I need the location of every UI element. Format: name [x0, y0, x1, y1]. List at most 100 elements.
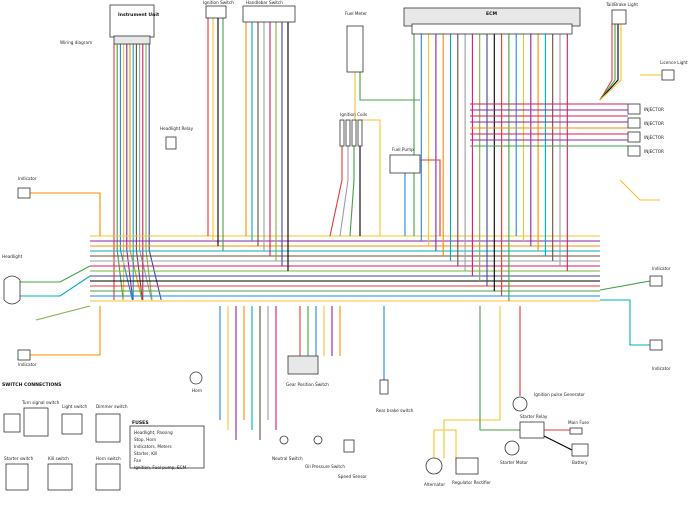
indicator-rear-left: Indicator: [649, 266, 671, 287]
fuse-item-4: Starter, Kill: [134, 451, 157, 456]
legend-dimmer-switch: Dimmer switch: [96, 404, 128, 409]
wire: [349, 146, 355, 237]
neutral-switch: Neutral Switch: [272, 435, 303, 461]
wire: [145, 44, 153, 301]
regulator-rectifier-label: Regulator Rectifier: [452, 480, 491, 485]
tail-brake-light: Tail/Brake Light: [605, 2, 638, 25]
regulator-rectifier: Regulator Rectifier: [452, 457, 491, 485]
starter-motor: Starter Motor: [500, 440, 528, 465]
fuse-item-3: Indicators, Meters: [134, 444, 172, 449]
fuse-item-2: Stop, Horn: [134, 437, 157, 442]
wire: [20, 275, 91, 297]
switch-legend-title: SWITCH CONNECTIONS: [2, 382, 61, 388]
ignition-switch-label: Ignition Switch: [203, 0, 234, 5]
wire: [599, 24, 616, 101]
indicator-front-right-label: Indicator: [18, 362, 37, 367]
diagram-title: Wiring diagram: [60, 40, 92, 45]
wire: [35, 305, 91, 321]
fuel-pump-label: Fuel Pump: [392, 147, 414, 152]
indicator-front-left-label: Indicator: [18, 176, 37, 181]
wire: [600, 299, 650, 346]
indicator-rear-right-label: Indicator: [652, 366, 671, 371]
fuel-pump: Fuel Pump: [389, 147, 421, 174]
wire: [329, 146, 343, 237]
horn-label: Horn: [192, 388, 202, 393]
fuse-box: FUSES Headlight, Passing Stop, Horn Indi…: [129, 420, 205, 470]
fuse-item-5: Fan: [134, 458, 142, 463]
gear-position-switch-label: Gear Position Switch: [286, 382, 329, 387]
ignition-pulse-generator-label: Ignition pulse Generator: [534, 392, 585, 397]
instrument-unit-label: Instrument Unit: [118, 12, 160, 18]
ignition-coils-label: Ignition Coils: [340, 112, 367, 117]
wire: [30, 192, 101, 236]
wire: [359, 72, 420, 101]
licence-light-label: Licence Light: [660, 60, 688, 65]
wire: [599, 24, 619, 101]
wire: [129, 44, 143, 301]
horn: Horn: [189, 371, 203, 393]
fuel-injectors: INJECTOR INJECTOR INJECTOR INJECTOR: [627, 103, 664, 157]
headlight-relay: Headlight Relay: [160, 126, 194, 150]
indicator-rear-left-label: Indicator: [652, 266, 671, 271]
wire: [433, 429, 457, 466]
wire: [599, 24, 622, 101]
wire: [116, 44, 124, 301]
handlebar-switch-label: Handlebar Switch: [246, 0, 283, 5]
wire: [619, 179, 660, 201]
neutral-switch-label: Neutral Switch: [272, 456, 303, 461]
wire: [30, 306, 101, 356]
wire: [148, 44, 162, 301]
injector-label-2: INJECTOR: [644, 121, 664, 126]
wire: [420, 159, 441, 236]
handlebar-switch-top: Handlebar Switch: [242, 0, 296, 23]
legend-kill-switch: Kill switch: [48, 456, 69, 461]
headlight-label: Headlight: [2, 254, 23, 259]
ignition-switch: Ignition Switch: [203, 0, 234, 19]
tail-brake-light-label: Tail/Brake Light: [605, 2, 638, 7]
battery: Battery: [571, 443, 589, 465]
wire: [599, 280, 651, 291]
legend-horn-switch: Horn switch: [96, 456, 121, 461]
rear-brake-switch-label: Rear brake switch: [376, 408, 414, 413]
switch-legend: SWITCH CONNECTIONS Turn signal switch Li…: [2, 382, 128, 491]
rear-brake-switch: Rear brake switch: [376, 379, 414, 413]
wire-harness: [20, 18, 662, 466]
legend-light-switch: Light switch: [62, 404, 87, 409]
headlight-relay-label: Headlight Relay: [160, 126, 194, 131]
wire: [599, 24, 613, 101]
ignition-pulse-generator: Ignition pulse Generator: [512, 392, 585, 412]
ecm: ECM: [403, 7, 581, 35]
fuse-item-6: Ignition, Fuel pump, ECM: [134, 465, 187, 470]
alternator-label: Alternator: [424, 482, 445, 487]
oil-pressure-switch: Oil Pressure Switch: [305, 435, 345, 469]
indicator-rear-right: Indicator: [649, 339, 671, 371]
headlight: Headlight: [2, 254, 23, 305]
ignition-coils: Ignition Coils: [339, 112, 367, 147]
indicator-front-left: Indicator: [17, 176, 37, 199]
starter-relay: Starter Relay: [519, 414, 548, 439]
injector-label-4: INJECTOR: [644, 149, 664, 154]
battery-label: Battery: [572, 460, 588, 465]
wire: [20, 265, 91, 283]
wire: [354, 72, 381, 236]
starter-motor-label: Starter Motor: [500, 460, 528, 465]
fuel-meter-label: Fuel Meter: [345, 11, 367, 16]
wire: [543, 435, 573, 451]
wire: [443, 306, 501, 458]
speed-sensor-label: Speed Sensor: [338, 474, 367, 479]
indicator-front-right: Indicator: [17, 349, 37, 367]
fuel-meter: Fuel Meter: [345, 11, 367, 73]
wire: [126, 44, 134, 301]
injector-label-1: INJECTOR: [644, 107, 664, 112]
instrument-unit: Instrument Unit: [109, 4, 160, 45]
licence-light: Licence Light: [660, 60, 688, 81]
wire: [139, 44, 153, 301]
fuse-item-1: Headlight, Passing: [134, 430, 173, 435]
wire: [135, 44, 143, 301]
starter-relay-label: Starter Relay: [520, 414, 548, 419]
oil-pressure-switch-label: Oil Pressure Switch: [305, 464, 345, 469]
alternator: Alternator: [424, 457, 445, 487]
fuse-box-label: FUSES: [132, 420, 149, 426]
gear-position-switch: Gear Position Switch: [286, 355, 329, 387]
legend-starter-switch: Starter switch: [4, 456, 34, 461]
